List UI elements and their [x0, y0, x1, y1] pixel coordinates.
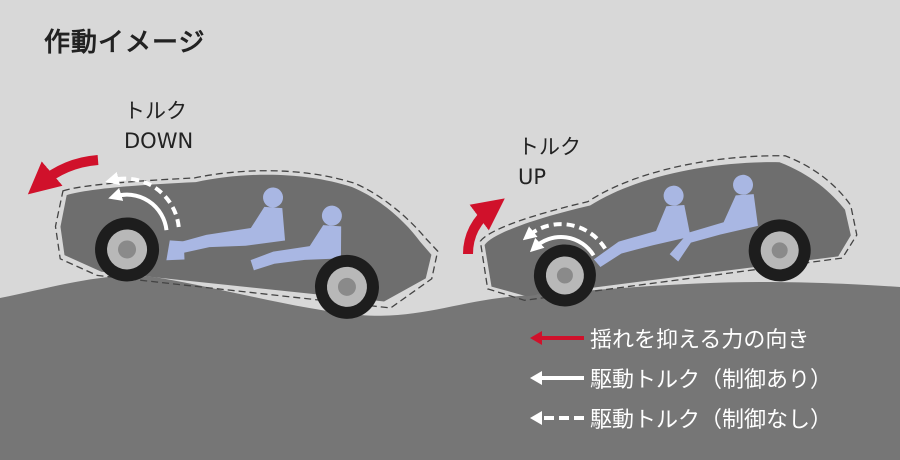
right-car [479, 155, 858, 307]
legend-item-torque-controlled: 駆動トルク（制御あり） [528, 358, 832, 398]
left-red-force-arrow [27, 155, 99, 195]
road-ground [0, 275, 900, 460]
right-car-front-wheel [748, 219, 811, 282]
legend-item-damping-force: 揺れを抑える力の向き [528, 318, 832, 358]
page-title: 作動イメージ [44, 28, 206, 58]
right-torque-dashed-arrow [522, 222, 607, 250]
left-car-occupants [166, 187, 342, 271]
right-torque-label: トルク UP [518, 132, 581, 192]
right-torque-label-line1: トルク [518, 135, 581, 159]
left-torque-label-line2: DOWN [124, 129, 194, 153]
legend-label-torque-uncontrolled: 駆動トルク（制御なし） [590, 408, 833, 433]
legend: 揺れを抑える力の向き 駆動トルク（制御あり） 駆動トルク（制御なし） [528, 318, 832, 438]
legend-label-torque-controlled: 駆動トルク（制御あり） [590, 368, 833, 393]
white-solid-arrow-left-icon [530, 371, 584, 385]
legend-label-damping-force: 揺れを抑える力の向き [590, 328, 810, 353]
white-dashed-arrow-left-icon [530, 411, 584, 425]
left-torque-solid-arrow [108, 187, 169, 231]
left-torque-label: トルク DOWN [124, 96, 193, 156]
right-car-dashed-outline [479, 155, 858, 301]
left-torque-dashed-arrow [105, 171, 181, 228]
right-red-force-arrow [463, 198, 505, 255]
right-torque-label-line2: UP [518, 165, 547, 189]
left-car-dashed-outline [54, 170, 439, 309]
left-car [54, 170, 439, 319]
left-torque-label-line1: トルク [124, 99, 187, 123]
right-car-occupants [593, 174, 758, 267]
legend-item-torque-uncontrolled: 駆動トルク（制御なし） [528, 398, 832, 438]
red-solid-arrow-left-icon [530, 331, 584, 345]
left-car-rear-wheel [95, 217, 160, 282]
left-car-front-wheel [314, 254, 379, 319]
right-torque-solid-arrow [529, 235, 596, 257]
right-car-rear-wheel [533, 244, 596, 307]
